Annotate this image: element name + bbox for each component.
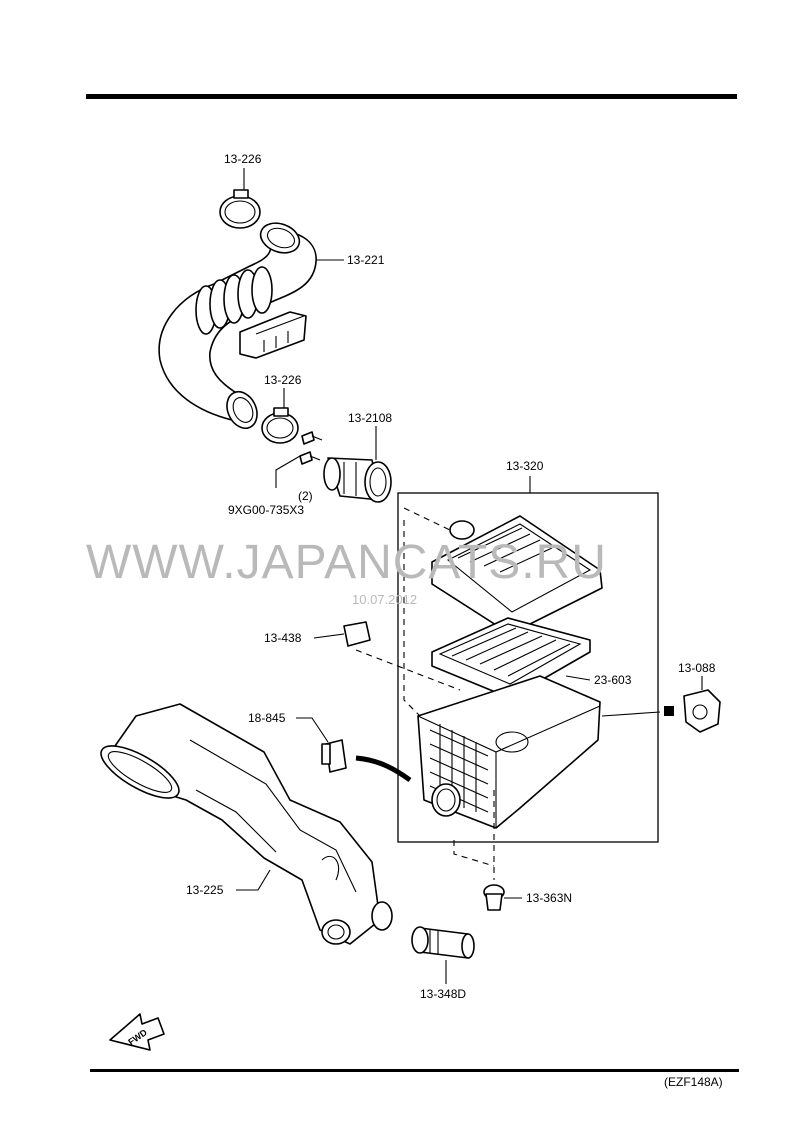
resonator-plug-drawing[interactable] xyxy=(411,926,475,959)
watermark-text: WWW.JAPANCATS.RU xyxy=(86,536,607,589)
leader-bolt xyxy=(275,455,301,488)
airflow-meter-drawing[interactable] xyxy=(323,457,392,503)
label-drain-valve: 18-845 xyxy=(248,711,286,725)
label-resonator-plug: 13-348D xyxy=(420,987,466,1001)
leader-damper xyxy=(313,633,345,639)
drain-valve-drawing[interactable] xyxy=(321,739,412,783)
grommet-drawing[interactable] xyxy=(483,884,505,911)
label-air-hose: 13-221 xyxy=(347,253,385,267)
filter-element-drawing[interactable] xyxy=(431,617,591,699)
label-clamp-upper: 13-226 xyxy=(224,152,262,166)
damper-drawing[interactable] xyxy=(343,621,371,647)
air-cleaner-cover-drawing[interactable] xyxy=(431,515,603,635)
diagram-code: (EZF148A) xyxy=(664,1075,723,1089)
leader-intake-duct xyxy=(236,869,271,891)
label-air-cleaner-assy: 13-320 xyxy=(506,459,544,473)
label-clamp-lower: 13-226 xyxy=(264,373,302,387)
label-grommet: 13-363N xyxy=(526,891,572,905)
air-cleaner-frame xyxy=(397,492,659,843)
fwd-arrow-icon: FWD xyxy=(109,1013,165,1051)
leader-drain-valve xyxy=(296,717,329,743)
label-filter-element: 23-603 xyxy=(594,673,632,687)
leader-filter xyxy=(565,675,591,681)
air-cleaner-case-drawing[interactable] xyxy=(417,675,601,829)
label-damper: 13-438 xyxy=(264,631,302,645)
label-bolt-qty: (2) xyxy=(298,489,313,503)
label-bracket-rubber: 13-088 xyxy=(678,661,716,675)
clamp-upper-drawing[interactable] xyxy=(219,189,261,229)
bolts-drawing[interactable] xyxy=(299,431,323,465)
bottom-rule xyxy=(90,1069,739,1072)
clamp-lower-drawing[interactable] xyxy=(261,407,299,444)
top-rule xyxy=(86,94,737,99)
air-hose-drawing[interactable] xyxy=(158,218,317,433)
intake-duct-drawing[interactable] xyxy=(94,703,393,945)
watermark-date: 10.07.2012 xyxy=(352,592,417,607)
bracket-rubber-drawing[interactable] xyxy=(601,689,721,733)
label-bolt: 9XG00-735X3 xyxy=(228,503,304,517)
label-intake-duct: 13-225 xyxy=(186,883,224,897)
label-airflow-meter: 13-2108 xyxy=(348,411,392,425)
